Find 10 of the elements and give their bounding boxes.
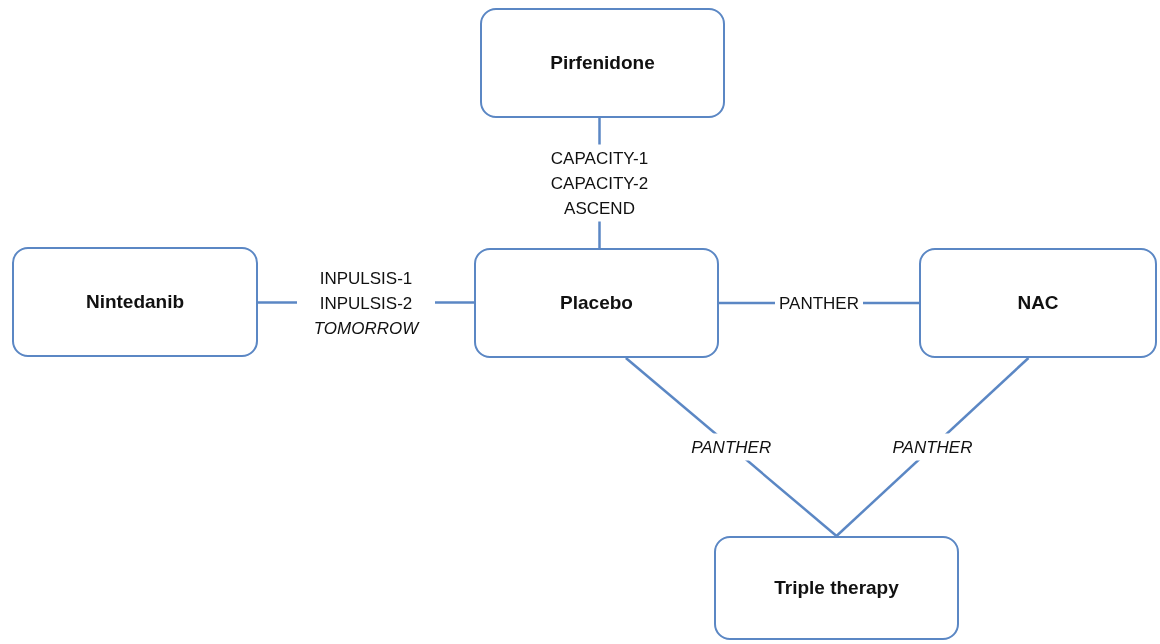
node-label: Triple therapy xyxy=(774,577,899,599)
node-label: Placebo xyxy=(560,292,633,314)
node-label: Pirfenidone xyxy=(550,52,655,74)
node-label: Nintedanib xyxy=(85,291,185,313)
treatment-box xyxy=(12,247,258,357)
treatment-box xyxy=(919,248,1157,358)
node-label: NAC xyxy=(1017,292,1059,314)
treatment-box xyxy=(714,536,959,640)
treatment-box xyxy=(480,8,725,118)
treatment-box xyxy=(474,248,719,358)
